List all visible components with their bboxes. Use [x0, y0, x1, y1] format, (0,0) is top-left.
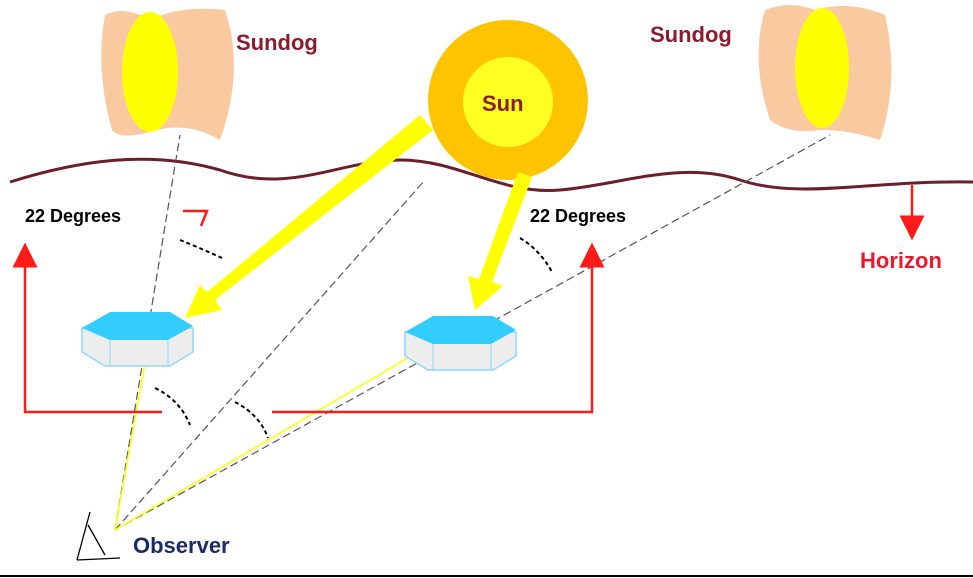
degrees-right-label: 22 Degrees [530, 206, 626, 226]
sun [428, 20, 588, 180]
sundog-right-label: Sundog [650, 22, 732, 47]
sundog-right [758, 5, 892, 140]
light-paths [114, 334, 431, 531]
reference-lines [12, 185, 925, 414]
observer-label: Observer [133, 533, 230, 558]
sundog-left [101, 8, 234, 140]
sun-label: Sun [482, 91, 524, 116]
ice-crystal-left [81, 312, 194, 367]
ice-crystal-right [404, 316, 517, 371]
horizon-line [9, 157, 973, 192]
horizon-label: Horizon [860, 248, 942, 273]
observer-icon [76, 511, 121, 561]
sunlight-arrows [185, 115, 532, 318]
sundog-left-label: Sundog [236, 30, 318, 55]
angle-arrows [154, 237, 553, 439]
degrees-left-label: 22 Degrees [25, 206, 121, 226]
